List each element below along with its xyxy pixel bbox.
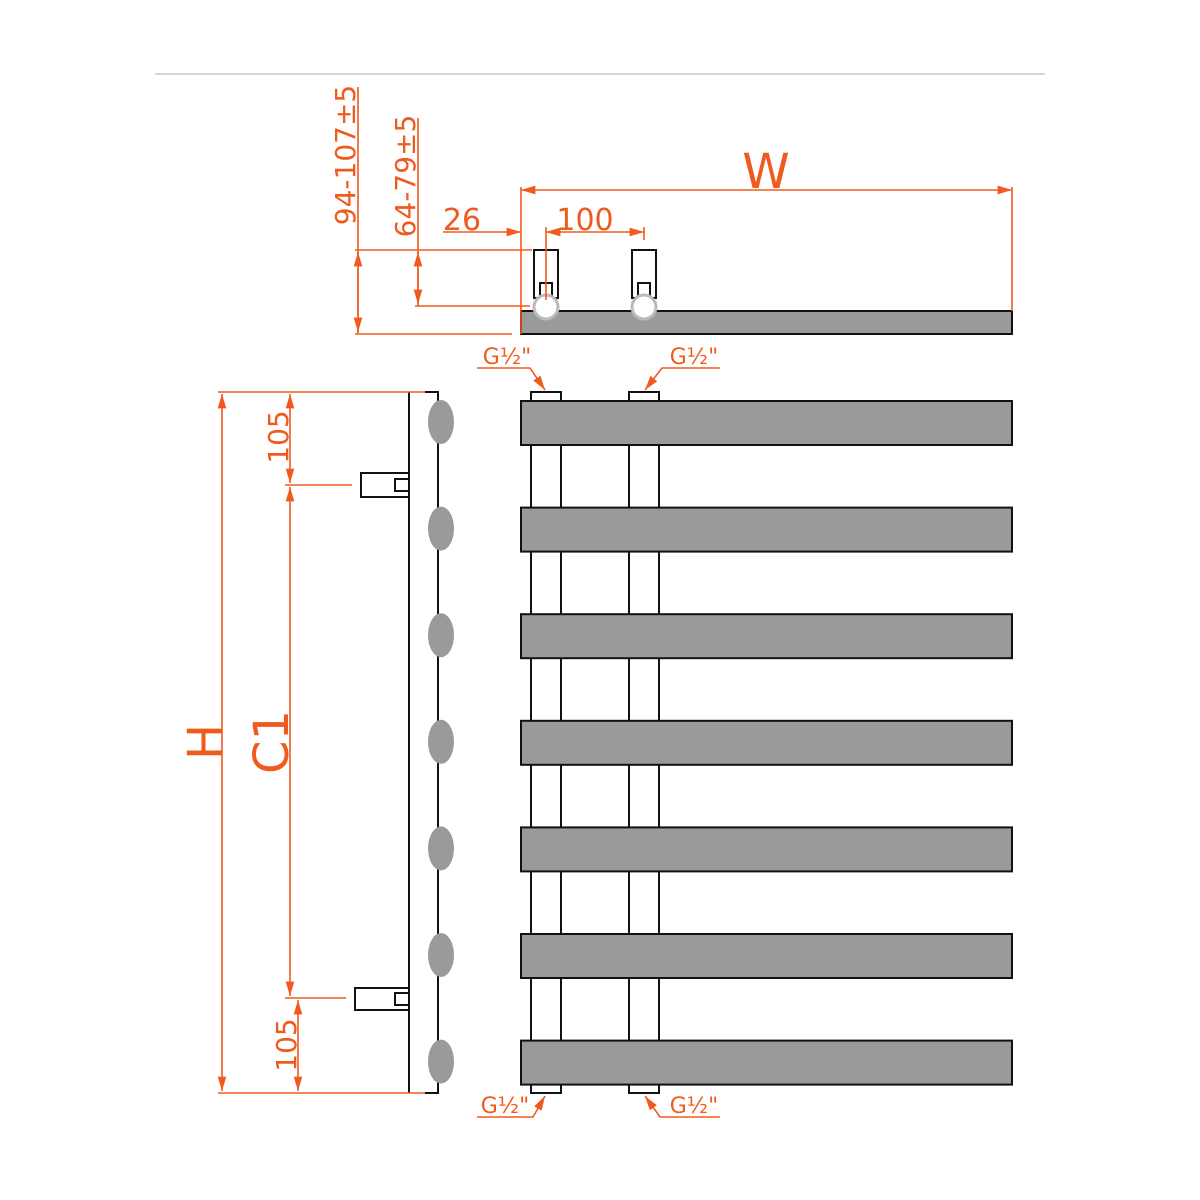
centers-dimension: C1: [244, 484, 352, 999]
connection-bottom-left: G½": [477, 1094, 546, 1119]
bar-profile: [428, 400, 454, 444]
towel-bar: [520, 506, 1013, 553]
width-dimension: W: [520, 144, 1013, 334]
wall-bracket-top: [360, 472, 410, 498]
bar-profile: [428, 826, 454, 871]
wall-distance-inner: 64-79±5: [389, 115, 530, 307]
top-view: W 26 100 94-107±5 64-79±5 G½": [329, 85, 1013, 391]
front-view: G½" G½": [477, 391, 1013, 1119]
svg-text:G½": G½": [670, 345, 719, 370]
wall-distance-inner-label: 64-79±5: [389, 115, 422, 238]
width-label: W: [742, 144, 789, 200]
valve-right: [630, 249, 658, 321]
towel-bar: [520, 719, 1013, 766]
bar-profile: [428, 1039, 454, 1084]
wall-bracket-bottom: [354, 987, 410, 1011]
bar-profile: [428, 719, 454, 764]
towel-bar: [520, 933, 1013, 979]
bar-profile: [428, 506, 454, 551]
side-view: H C1 105 105: [178, 391, 454, 1094]
towel-bar: [520, 826, 1013, 873]
inlet-dimensions: 26 100: [443, 203, 645, 300]
height-dimension: H: [178, 391, 425, 1094]
towel-bar: [520, 400, 1013, 446]
inlet-offset-label: 26: [443, 203, 481, 238]
offset-top-label: 105: [262, 410, 295, 463]
offset-bottom-dimension: 105: [270, 1000, 303, 1091]
connection-bottom-right: G½": [644, 1094, 720, 1119]
wall-distance-outer: 94-107±5: [329, 85, 532, 335]
offset-top-dimension: 105: [262, 394, 295, 483]
svg-text:G½": G½": [670, 1094, 719, 1119]
height-label: H: [178, 724, 234, 760]
svg-text:G½": G½": [481, 1094, 530, 1119]
offset-bottom-label: 105: [270, 1018, 303, 1071]
inlet-spacing-label: 100: [556, 203, 613, 238]
top-view-bar: [520, 310, 1013, 335]
connection-top-right: G½": [644, 345, 720, 391]
svg-text:G½": G½": [483, 345, 532, 370]
bar-profile: [428, 613, 454, 658]
connection-top-left: G½": [477, 345, 546, 391]
wall-distance-outer-label: 94-107±5: [329, 85, 362, 225]
bar-profile: [428, 933, 454, 977]
towel-bar: [520, 1039, 1013, 1086]
centers-label: C1: [244, 710, 300, 774]
towel-bar: [520, 613, 1013, 660]
